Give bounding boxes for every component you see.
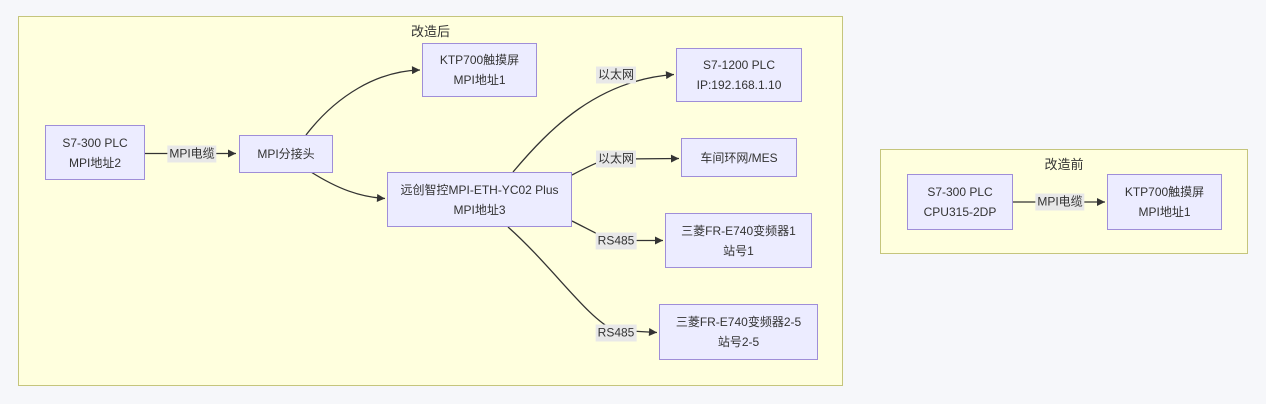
node-vfd2-5: 三菱FR-E740变频器2-5 站号2-5 bbox=[659, 304, 818, 360]
edge-label-rs485-1: RS485 bbox=[595, 232, 637, 250]
edge-label-rs485-2: RS485 bbox=[595, 324, 637, 341]
node-ktp700-after: KTP700触摸屏 MPI地址1 bbox=[422, 43, 537, 97]
node-label-line: MPI地址1 bbox=[1138, 205, 1191, 219]
node-label-line: MPI地址1 bbox=[453, 73, 506, 87]
node-label-line: S7-300 PLC bbox=[927, 185, 993, 199]
cluster-after-title: 改造后 bbox=[410, 24, 450, 39]
node-s7300-plc-after: S7-300 PLC MPI地址2 bbox=[45, 125, 145, 180]
node-label-line: CPU315-2DP bbox=[923, 205, 997, 219]
node-label-line: 车间环网/MES bbox=[700, 150, 778, 165]
node-ktp700-before: KTP700触摸屏 MPI地址1 bbox=[1107, 174, 1222, 230]
node-label-line: KTP700触摸屏 bbox=[439, 53, 520, 67]
node-label-line: 站号1 bbox=[723, 243, 754, 258]
node-s71200-plc: S7-1200 PLC IP:192.168.1.10 bbox=[676, 48, 802, 102]
node-label-line: MPI分接头 bbox=[257, 147, 315, 161]
node-workshop-ring-mes: 车间环网/MES bbox=[681, 138, 797, 177]
edge-label-mpi-cable-before: MPI电缆 bbox=[1035, 193, 1085, 211]
edge-label-ethernet-1: 以太网 bbox=[595, 66, 637, 84]
node-label-line: 站号2-5 bbox=[717, 335, 760, 349]
edge-label-ethernet-2: 以太网 bbox=[595, 150, 637, 167]
node-s7300-plc-before: S7-300 PLC CPU315-2DP bbox=[907, 174, 1013, 230]
node-vfd1: 三菱FR-E740变频器1 站号1 bbox=[665, 213, 812, 268]
node-label-line: 三菱FR-E740变频器2-5 bbox=[675, 315, 802, 329]
node-label-line: MPI地址3 bbox=[453, 202, 506, 217]
node-label-line: IP:192.168.1.10 bbox=[696, 78, 782, 92]
node-label-line: S7-300 PLC bbox=[62, 135, 128, 150]
node-label-line: KTP700触摸屏 bbox=[1124, 185, 1205, 199]
node-label-line: 三菱FR-E740变频器1 bbox=[681, 223, 796, 238]
node-gateway-mpi-eth-yc02: 远创智控MPI-ETH-YC02 Plus MPI地址3 bbox=[387, 172, 572, 227]
edge-label-mpi-cable-after: MPI电缆 bbox=[167, 145, 217, 162]
node-label-line: MPI地址2 bbox=[68, 155, 121, 170]
node-label-line: 远创智控MPI-ETH-YC02 Plus bbox=[400, 182, 559, 197]
node-label-line: S7-1200 PLC bbox=[702, 58, 776, 72]
cluster-before-title: 改造前 bbox=[1044, 157, 1084, 172]
node-mpi-splitter: MPI分接头 bbox=[239, 135, 333, 173]
